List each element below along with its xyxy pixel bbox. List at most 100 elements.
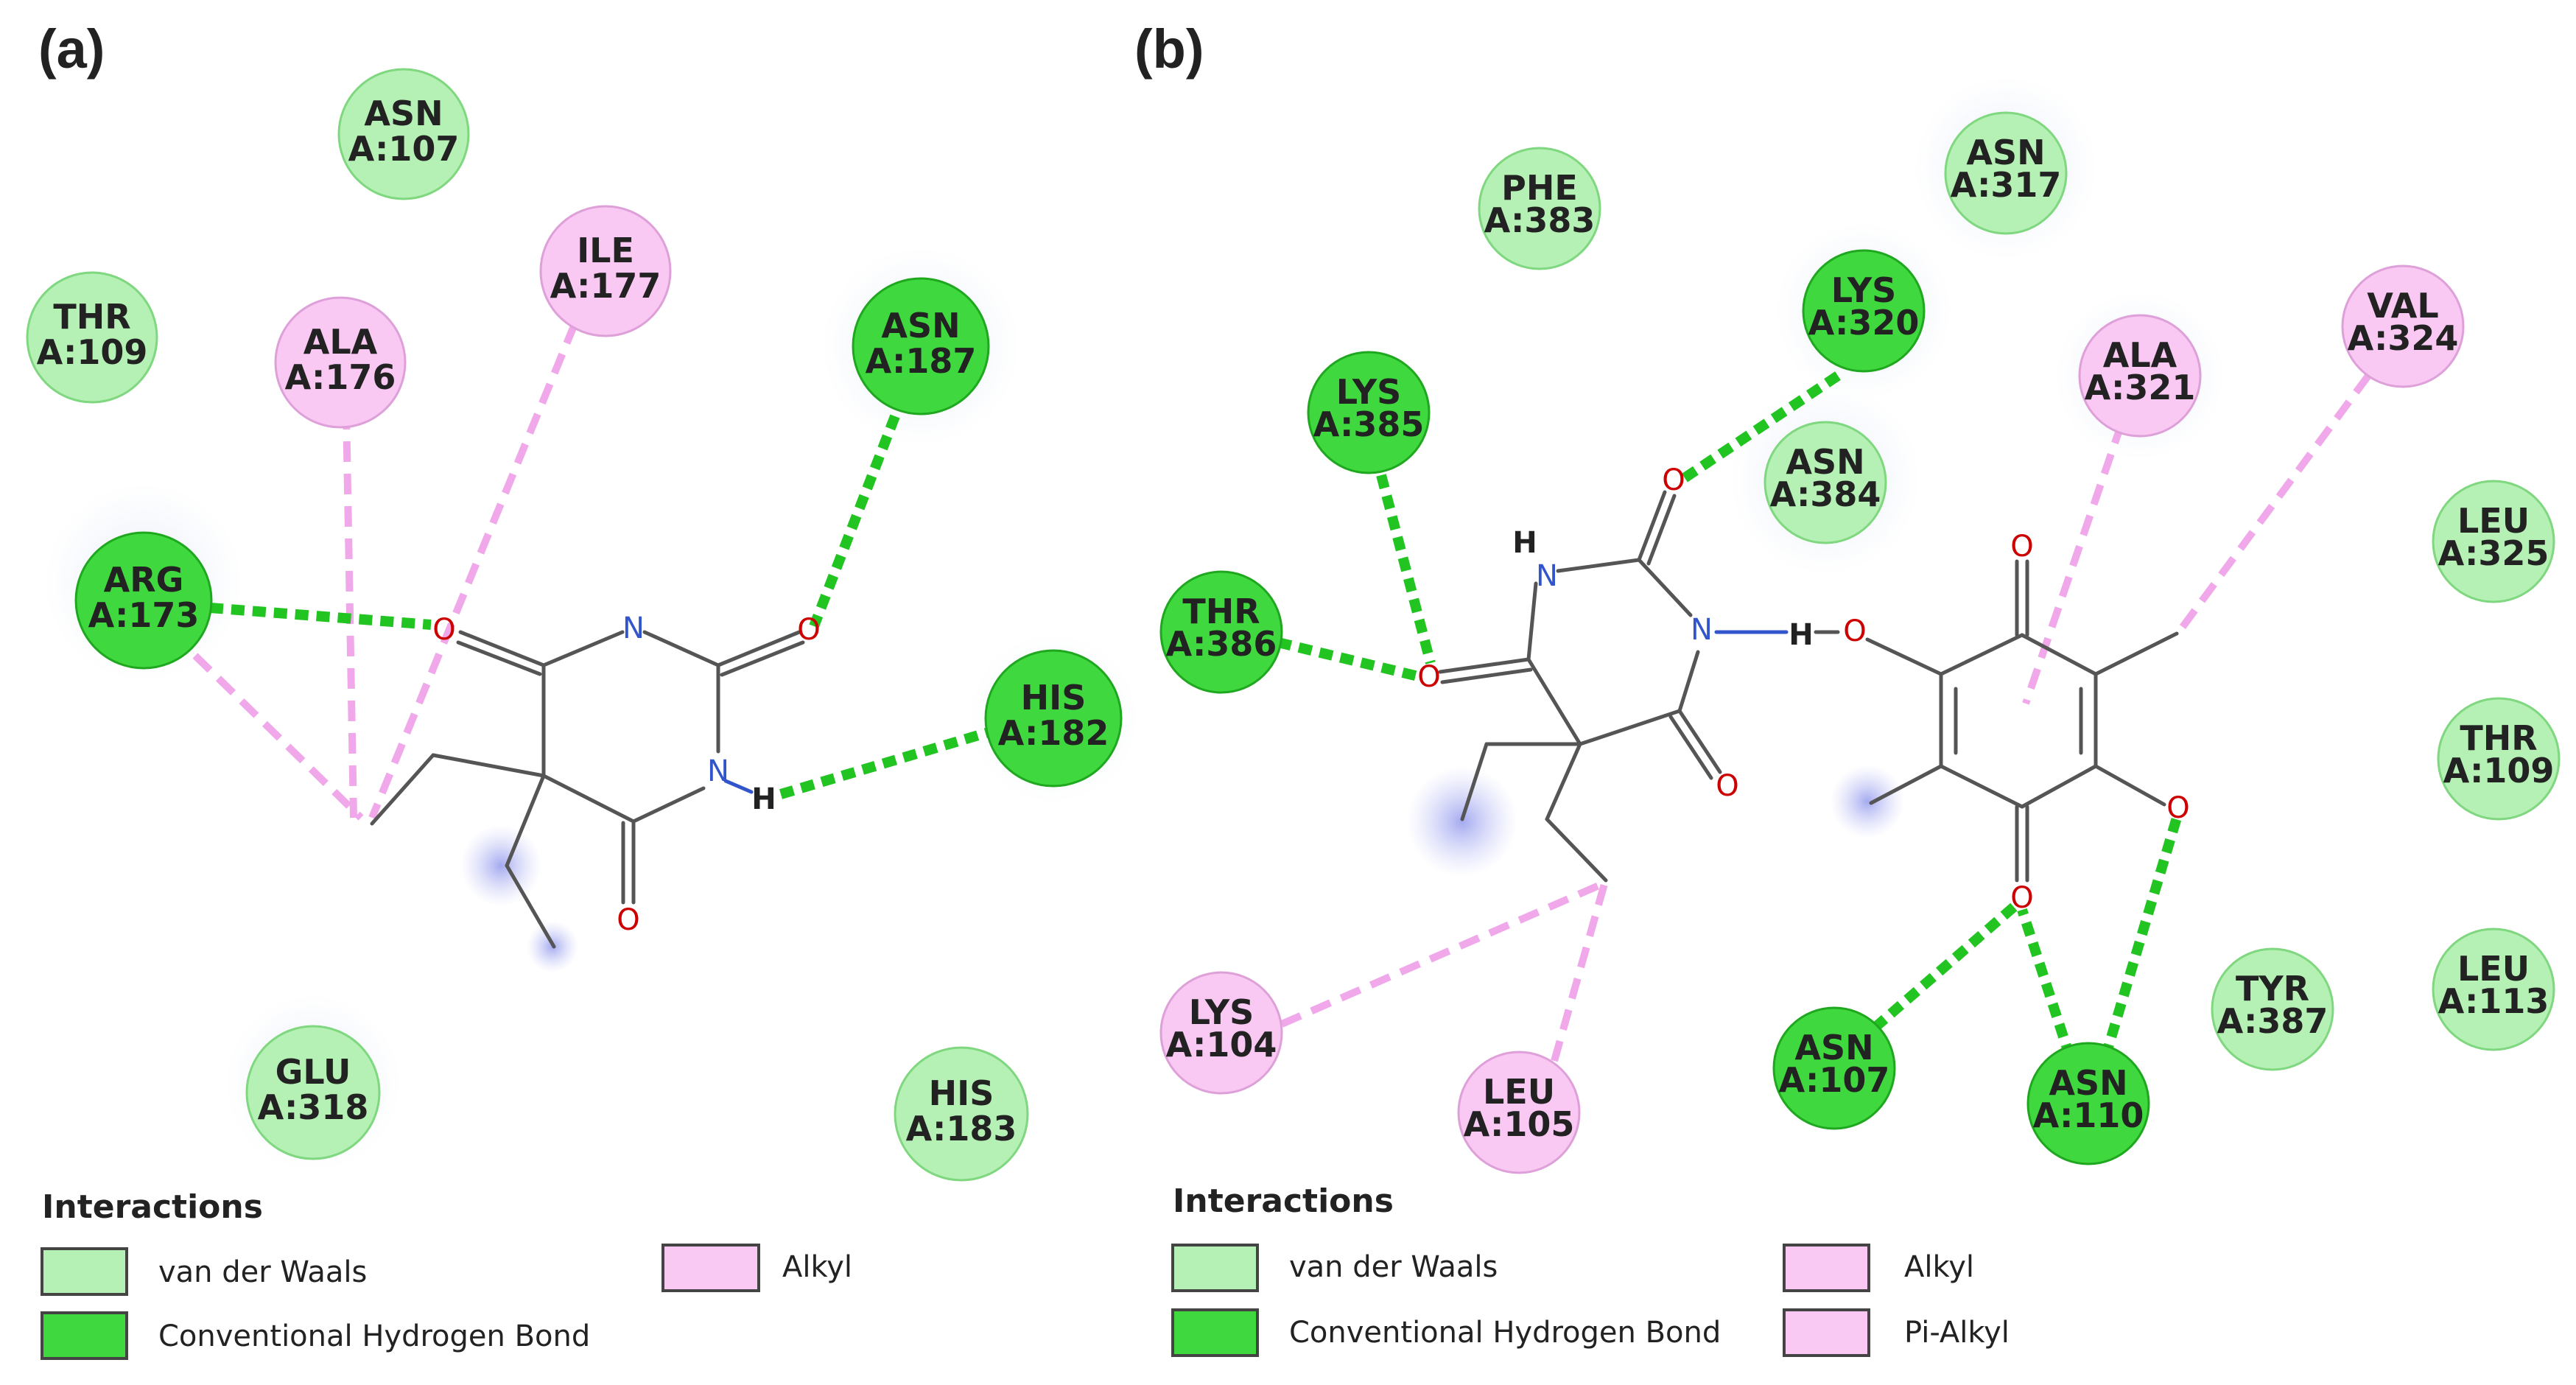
residue-name: HIS xyxy=(929,1073,994,1113)
quinone-bond xyxy=(1939,633,2024,676)
alkyl-interaction-line xyxy=(192,653,364,821)
residue-number: A:187 xyxy=(866,341,977,381)
residue-number: A:177 xyxy=(550,266,661,306)
residue-number: A:383 xyxy=(1484,200,1596,240)
alkyl-interaction-line xyxy=(343,408,357,818)
carbonyl-bond xyxy=(1646,494,1677,566)
oxygen-atom: O xyxy=(1843,614,1866,648)
ring-bond xyxy=(1556,558,1641,573)
ethyl-bond xyxy=(1545,817,1608,883)
legend-swatch xyxy=(1171,1308,1259,1357)
residue-tyr387: TYR A:387 xyxy=(2211,947,2334,1071)
legend-label: Conventional Hydrogen Bond xyxy=(1289,1316,1721,1350)
residue-name: ASN xyxy=(1794,1028,1873,1067)
ethyl-bond xyxy=(505,774,546,868)
residue-name: ASN xyxy=(2049,1063,2127,1103)
residue-asn110: ASN A:110 xyxy=(2026,1042,2150,1165)
hbond-interaction-line xyxy=(809,414,900,628)
residue-number: A:104 xyxy=(1166,1025,1277,1065)
residue-name: ASN xyxy=(1966,133,2045,172)
hydrogen-atom: H xyxy=(751,782,776,816)
residue-circle xyxy=(1772,1006,1896,1130)
residue-number: A:385 xyxy=(1313,404,1425,444)
hbond-interaction-line xyxy=(1376,474,1436,665)
carbonyl-bond xyxy=(1677,709,1722,774)
oxygen-atom: O xyxy=(617,903,639,937)
legend-swatch xyxy=(1171,1244,1259,1292)
methyl-bond xyxy=(2094,631,2179,676)
quinone-bond xyxy=(2020,764,2098,809)
residue-thr386: THR A:386 xyxy=(1159,570,1283,694)
carbonyl-bond xyxy=(1637,490,1667,562)
residue-name: LYS xyxy=(1336,372,1402,412)
legend-label: Alkyl xyxy=(1904,1250,1974,1284)
ring-bond xyxy=(1526,581,1538,662)
carbonyl-bond xyxy=(720,640,805,677)
panel-a: (a) xyxy=(26,18,1138,1360)
ring-bond xyxy=(1677,650,1700,713)
ring-bond xyxy=(1578,709,1682,746)
oxygen-atom: O xyxy=(1662,463,1685,497)
residue-number: A:324 xyxy=(2348,318,2459,358)
residue-circle xyxy=(1802,249,1926,373)
residue-asn187: ASN A:187 xyxy=(852,277,990,416)
residue-name: THR xyxy=(1182,592,1260,631)
residue-his183: HIS A:183 xyxy=(894,1046,1029,1182)
ring-bond xyxy=(1637,558,1693,617)
legend-title: Interactions xyxy=(42,1188,263,1226)
residue-number: A:109 xyxy=(37,332,148,372)
residue-number: A:176 xyxy=(285,357,396,397)
residue-circle xyxy=(2211,947,2334,1071)
residue-name: ASN xyxy=(364,94,443,133)
residue-circle xyxy=(1478,147,1601,270)
oxygen-atom: O xyxy=(2010,881,2033,915)
alkyl-interaction-line xyxy=(1551,883,1608,1062)
residue-lys320: LYS A:320 xyxy=(1802,249,1926,373)
hbond-interaction-line xyxy=(2100,816,2182,1059)
residue-number: A:183 xyxy=(906,1109,1017,1149)
ring-bond xyxy=(642,630,720,667)
residue-name: LEU xyxy=(2457,949,2530,989)
legend-title: Interactions xyxy=(1173,1182,1394,1220)
residue-circle xyxy=(26,271,158,404)
residue-number: A:107 xyxy=(1779,1060,1890,1100)
atom-glow xyxy=(460,825,541,906)
hydroxyl-bond xyxy=(2094,764,2166,807)
legend-item-conventional-hydrogen-bond: Conventional Hydrogen Bond xyxy=(1171,1308,1721,1357)
legend-item-conventional-hydrogen-bond: Conventional Hydrogen Bond xyxy=(41,1311,590,1360)
residue-circle xyxy=(852,277,990,416)
atom-glow xyxy=(1407,766,1517,877)
residue-name: LYS xyxy=(1189,992,1254,1032)
residue-asn317: ASN A:317 xyxy=(1944,111,2068,235)
legend-swatch xyxy=(661,1244,760,1292)
ring-bond xyxy=(541,630,625,667)
residue-asn384: ASN A:384 xyxy=(1763,421,1887,544)
legend-label: van der Waals xyxy=(158,1255,367,1289)
residue-circle xyxy=(1457,1051,1581,1174)
legend-item-van-der-waals: van der Waals xyxy=(1171,1244,1498,1292)
carbonyl-bond xyxy=(1440,667,1533,684)
residue-number: A:384 xyxy=(1770,474,1881,514)
quinone-bond xyxy=(1939,764,2024,809)
residue-number: A:105 xyxy=(1464,1104,1575,1144)
legend-swatch xyxy=(1783,1308,1870,1357)
oxygen-atom: O xyxy=(432,613,455,647)
carbonyl-bond xyxy=(456,640,542,676)
residue-number: A:173 xyxy=(88,595,200,635)
residue-circle xyxy=(2432,480,2555,603)
residue-name: THR xyxy=(2460,718,2537,758)
residue-thr109: THR A:109 xyxy=(26,271,158,404)
residue-circle xyxy=(2026,1042,2150,1165)
residue-number: A:386 xyxy=(1166,624,1277,664)
legend-item-alkyl: Alkyl xyxy=(661,1244,852,1292)
residue-leu325: LEU A:325 xyxy=(2432,480,2555,603)
residue-circle xyxy=(894,1046,1029,1182)
residue-name: TYR xyxy=(2236,969,2309,1009)
atom-labels-b: N H N H O O O O O O O xyxy=(1417,463,2189,915)
hydrogen-atom: H xyxy=(1512,526,1537,560)
legend-swatch xyxy=(41,1311,128,1360)
residue-number: A:317 xyxy=(1951,165,2062,205)
legend-label: Pi-Alkyl xyxy=(1904,1316,2010,1350)
